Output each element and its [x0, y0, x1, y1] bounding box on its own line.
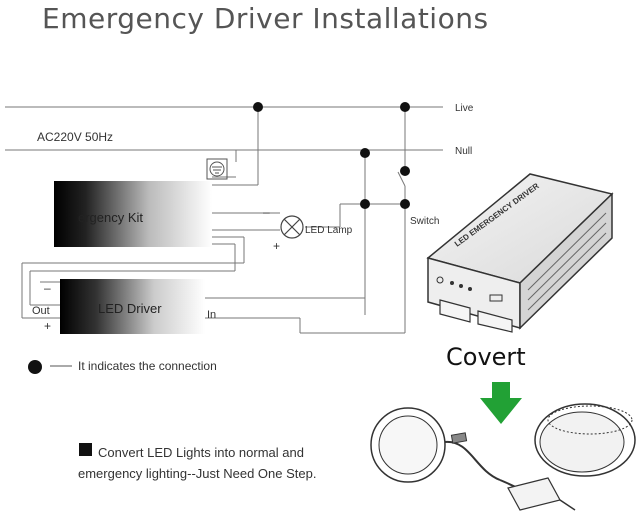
in-label: In [207, 309, 216, 321]
live-label: Live [455, 103, 474, 114]
switch-label: Switch [410, 216, 439, 227]
note-line-2: emergency lighting--Just Need One Step. [78, 466, 316, 481]
junction-dot [400, 166, 410, 176]
power-label: AC220V 50Hz [37, 130, 113, 144]
note-line-1: Convert LED Lights into normal and [98, 445, 304, 460]
junction-dot [400, 199, 410, 209]
cable-connector [444, 432, 541, 493]
led-panel-light [370, 407, 446, 483]
junction-dot [360, 199, 370, 209]
downlight-housing [534, 403, 636, 477]
ground-icon [206, 158, 228, 180]
down-arrow-icon [480, 382, 522, 424]
emergency-kit-label: ergency Kit [78, 210, 143, 225]
covert-label: Covert [446, 343, 526, 371]
emergency-kit-box [54, 181, 212, 247]
out-label: Out [32, 305, 50, 317]
junction-dot [400, 102, 410, 112]
page-title: Emergency Driver Installations [42, 2, 489, 35]
lamp-icon [280, 215, 304, 239]
driver-minus: – [44, 281, 51, 295]
junction-dot [253, 102, 263, 112]
legend-dot [28, 360, 42, 374]
null-label: Null [455, 146, 472, 157]
lamp-minus: – [263, 205, 270, 219]
main-wires [5, 106, 443, 334]
lamp-label: LED Lamp [305, 225, 353, 236]
driver-plus: + [44, 319, 51, 333]
emergency-driver-device [426, 173, 614, 333]
emergency-module [507, 477, 576, 511]
led-driver-box [60, 279, 205, 334]
legend-text: It indicates the connection [78, 359, 217, 373]
lamp-plus: + [273, 239, 280, 253]
junction-dots [253, 102, 410, 209]
led-driver-label: LED Driver [98, 301, 162, 316]
junction-dot [360, 148, 370, 158]
note-bullet [79, 443, 92, 456]
